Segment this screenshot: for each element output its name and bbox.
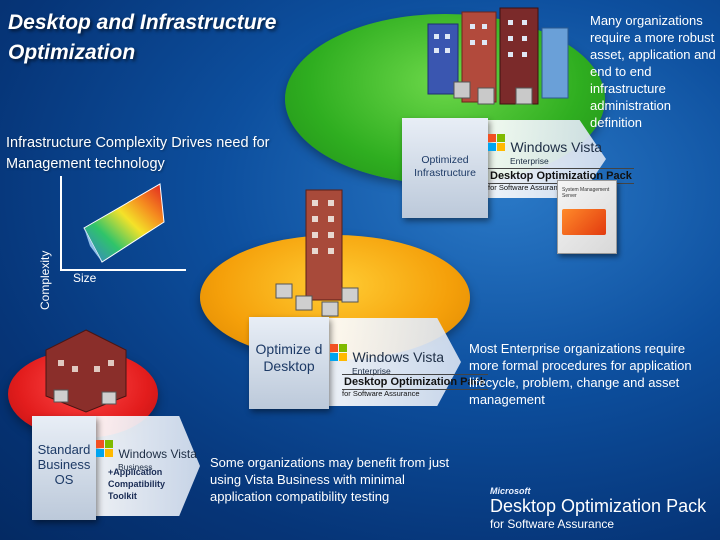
dop-badge-mid: Desktop Optimization Pack for Software A… <box>342 374 488 398</box>
vista-label: Windows Vista <box>352 349 445 365</box>
vista-label: Windows Vista <box>510 139 603 155</box>
y-axis <box>60 176 62 270</box>
optimized-level-label: Optimized Infrastructure <box>402 118 488 218</box>
desktop-level-label: Optimize d Desktop <box>249 317 329 409</box>
note-optimized: Many organizations require a more robust… <box>590 13 716 130</box>
complexity-arrow-graphic <box>83 183 165 263</box>
windows-logo-icon <box>488 134 506 152</box>
desktop-arrow <box>329 318 461 406</box>
standard-level-label: Standard Business OS <box>32 416 96 520</box>
x-axis <box>60 269 186 271</box>
sms-product-box: System Management Server <box>557 180 617 254</box>
small-office-icon <box>45 329 127 413</box>
logo-maker: Microsoft <box>490 486 531 496</box>
windows-logo-icon <box>96 440 114 458</box>
vista-business-badge: Windows Vista Business <box>96 440 197 472</box>
dop-logo: Microsoft Desktop Optimization Pack for … <box>490 486 715 531</box>
box-stripe <box>562 209 606 235</box>
dop-label: Desktop Optimization Pack <box>342 374 488 390</box>
note-standard: Some organizations may benefit from just… <box>210 455 450 504</box>
dop-sublabel: for Software Assurance <box>488 183 566 192</box>
logo-suffix: for Software Assurance <box>490 517 615 531</box>
y-axis-label: Complexity <box>38 250 52 310</box>
enterprise-building-icon <box>275 189 359 317</box>
slide-title: Desktop and Infrastructure Optimization <box>8 11 277 64</box>
vista-edition: Enterprise <box>352 366 391 376</box>
box-caption: System Management Server <box>562 187 610 199</box>
slide-subtitle: Infrastructure Complexity Drives need fo… <box>6 135 270 172</box>
vista-edition: Business <box>118 462 153 472</box>
vista-edition: Enterprise <box>510 156 549 166</box>
office-buildings-icon <box>427 7 569 105</box>
note-desktop: Most Enterprise organizations require mo… <box>469 341 692 407</box>
vista-enterprise-badge-top: Windows Vista Enterprise <box>488 134 602 166</box>
vista-label: Windows Vista <box>118 447 197 461</box>
dop-sublabel: for Software Assurance <box>342 389 420 398</box>
vista-enterprise-badge-mid: Windows Vista Enterprise <box>330 344 444 376</box>
windows-logo-icon <box>330 344 348 362</box>
standard-arrow <box>96 416 200 516</box>
compat-toolkit-label: +Application Compatibility Toolkit <box>108 467 166 501</box>
logo-product: Desktop Optimization Pack <box>490 496 707 516</box>
x-axis-label: Size <box>73 271 97 285</box>
